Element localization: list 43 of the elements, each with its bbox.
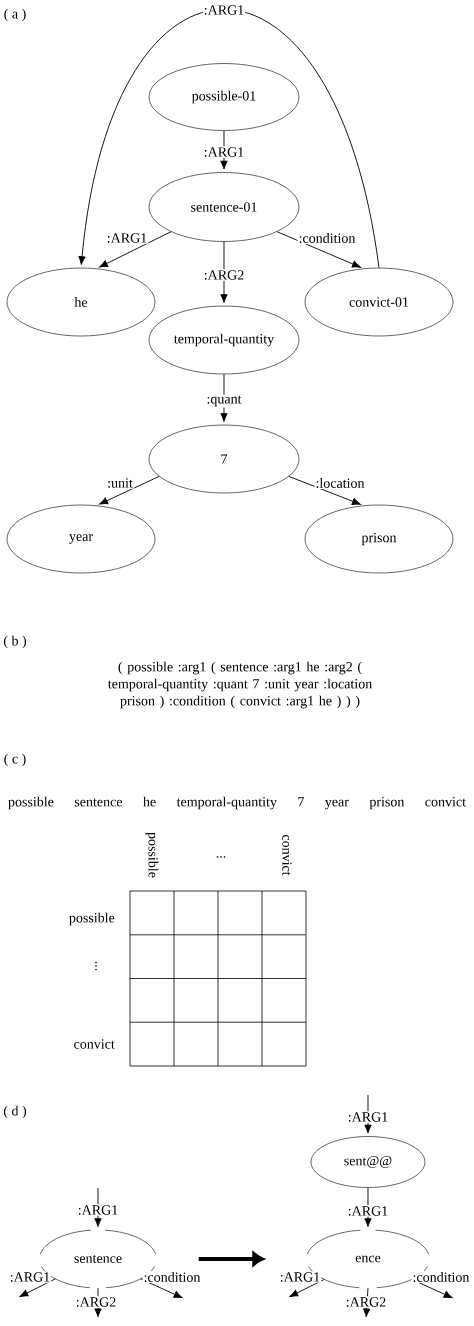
- arrow: [94, 1187, 102, 1227]
- panel-label: ( c ): [4, 753, 26, 767]
- arrow: [364, 1187, 372, 1227]
- edge-label: :ARG1: [202, 146, 246, 158]
- panel-label: ( a ): [4, 8, 26, 22]
- edge-label: :condition: [297, 232, 357, 244]
- edge-label: :ARG2: [74, 1296, 118, 1308]
- column-label: possible: [145, 832, 159, 878]
- edge-label: :ARG1: [8, 1271, 52, 1283]
- edge-label: :ARG2: [202, 269, 246, 281]
- edge-label: :ARG1: [76, 1204, 120, 1216]
- arrow: [140, 1278, 183, 1299]
- arrow: [99, 231, 172, 268]
- edge-label: :ARG1: [202, 4, 246, 16]
- arrow: [289, 1279, 325, 1297]
- edge-label: :quant: [205, 394, 243, 408]
- transform-arrow: [198, 1252, 265, 1266]
- arrow: [220, 373, 228, 422]
- edge-label: :ARG1: [278, 1271, 322, 1283]
- panel-label: ( b ): [3, 635, 27, 649]
- arrow: [288, 475, 361, 505]
- column-label: convict: [282, 834, 292, 876]
- token-sequence: possible sentence he temporal-quantity 7 year prison convict: [8, 796, 466, 810]
- edge-label: :ARG1: [346, 1205, 390, 1217]
- panel-label: ( d ): [3, 1105, 27, 1119]
- edge-label: :ARG2: [344, 1296, 388, 1308]
- linearized-text: ( possible :arg1 ( sentence :arg1 he :arg2 ( temporal-quantity :quant 7 :unit year :location prison ) :condition ( convict :arg1 he ) ) ): [107, 661, 372, 709]
- edge-label: :condition: [411, 1271, 471, 1283]
- arrow: [220, 241, 228, 303]
- ellipsis: ...: [95, 961, 97, 971]
- arrow: [364, 1094, 372, 1134]
- edge-label: :ARG1: [105, 232, 149, 244]
- arrow: [220, 130, 228, 170]
- edge-label: :ARG1: [346, 1111, 390, 1123]
- edge-label: :condition: [142, 1271, 202, 1283]
- row-label: convict: [74, 1039, 115, 1049]
- edge-label: :location: [314, 477, 366, 489]
- row-label: possible: [69, 912, 115, 926]
- arrow: [99, 475, 160, 505]
- arrow: [276, 231, 361, 268]
- arrow: [19, 1278, 56, 1297]
- panel-label: ...: [216, 856, 226, 858]
- edge-label: :unit: [106, 477, 134, 489]
